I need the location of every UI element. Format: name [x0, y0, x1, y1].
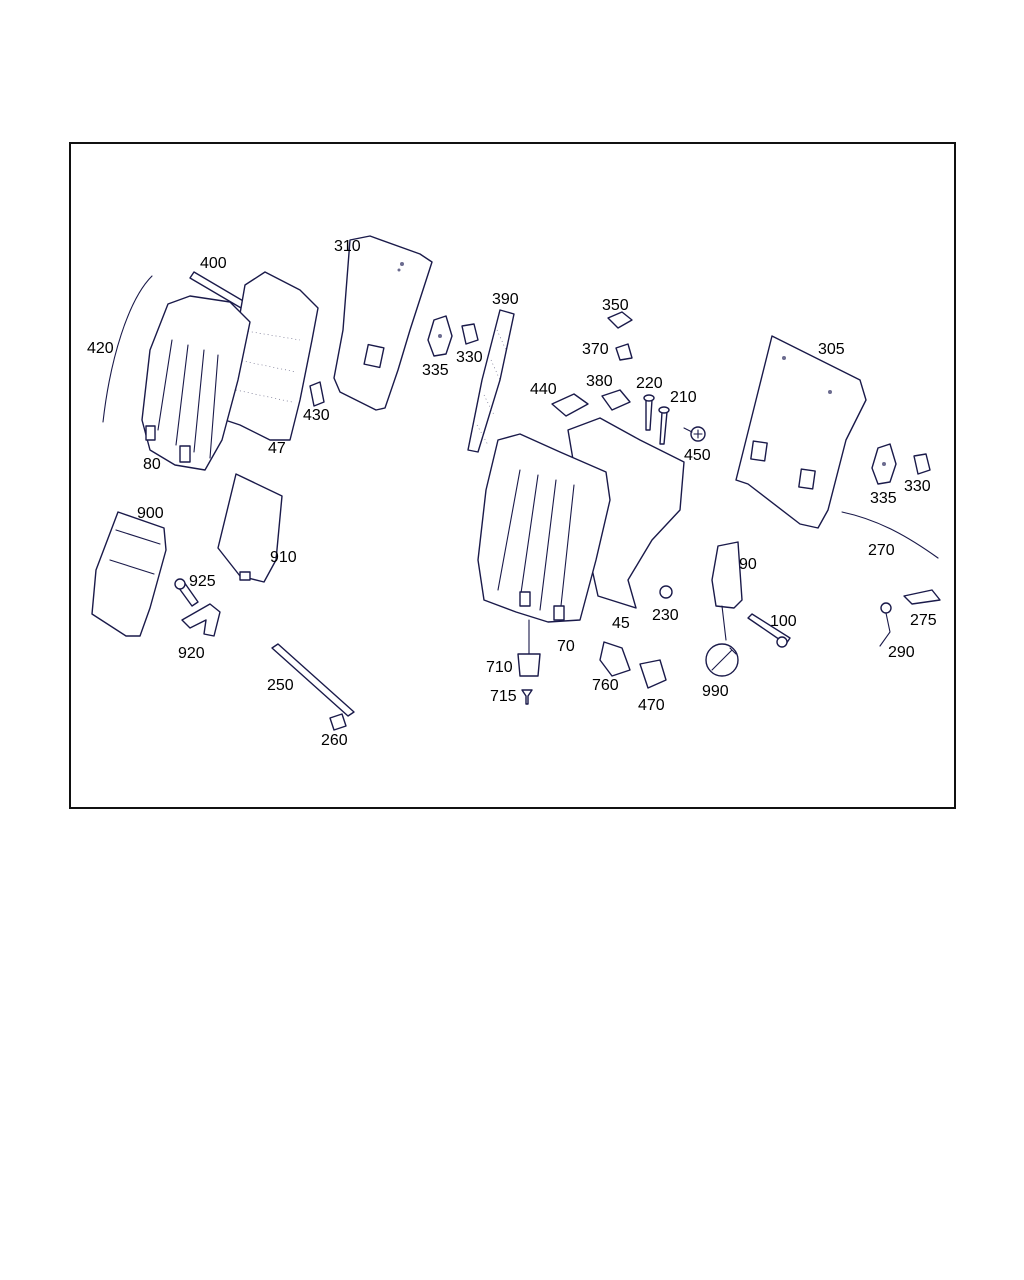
callout-420: 420	[87, 340, 114, 357]
part-260-bushing[interactable]	[329, 713, 347, 731]
callout-290: 290	[888, 644, 915, 661]
callout-70: 70	[557, 638, 575, 655]
callout-305: 305	[818, 341, 845, 358]
callout-900: 900	[137, 505, 164, 522]
part-330-cover-right[interactable]	[913, 453, 931, 475]
part-715-pin[interactable]	[521, 689, 533, 705]
callout-80: 80	[143, 456, 161, 473]
part-80-backrest-cushion[interactable]	[141, 295, 251, 471]
part-90-headrest[interactable]	[711, 541, 743, 609]
callout-275: 275	[910, 612, 937, 629]
callout-330-right: 330	[904, 478, 931, 495]
part-420-wire[interactable]	[102, 275, 153, 423]
part-920-bracket[interactable]	[181, 603, 221, 637]
callout-100: 100	[770, 613, 797, 630]
callout-310: 310	[334, 238, 361, 255]
part-350-bracket[interactable]	[607, 311, 633, 329]
part-250-rod[interactable]	[271, 643, 355, 717]
part-900-armrest[interactable]	[91, 511, 167, 637]
callout-440: 440	[530, 381, 557, 398]
callout-470: 470	[638, 697, 665, 714]
part-70-backrest-cushion[interactable]	[477, 433, 611, 623]
callout-250: 250	[267, 677, 294, 694]
part-470-bracket[interactable]	[639, 659, 667, 689]
callout-260: 260	[321, 732, 348, 749]
part-270-wire[interactable]	[841, 511, 939, 559]
callout-230: 230	[652, 607, 679, 624]
callout-390: 390	[492, 291, 519, 308]
callout-210: 210	[670, 389, 697, 406]
callout-450: 450	[684, 447, 711, 464]
part-370-bracket[interactable]	[615, 343, 633, 361]
part-275-pad[interactable]	[903, 589, 941, 605]
part-390-strip[interactable]	[467, 309, 515, 453]
callout-430: 430	[303, 407, 330, 424]
callout-715: 715	[490, 688, 517, 705]
callout-710: 710	[486, 659, 513, 676]
callout-45: 45	[612, 615, 630, 632]
callout-47: 47	[268, 440, 286, 457]
part-760-handle[interactable]	[599, 641, 631, 677]
callout-925: 925	[189, 573, 216, 590]
callout-330-left: 330	[456, 349, 483, 366]
part-290-key[interactable]	[880, 602, 892, 614]
callout-400: 400	[200, 255, 227, 272]
callout-370: 370	[582, 341, 609, 358]
callout-90: 90	[739, 556, 757, 573]
part-310-back-panel[interactable]	[333, 235, 433, 411]
part-210-bolt[interactable]	[659, 411, 668, 445]
callout-350: 350	[602, 297, 629, 314]
callout-270: 270	[868, 542, 895, 559]
part-910-panel[interactable]	[217, 473, 283, 583]
callout-760: 760	[592, 677, 619, 694]
part-440-cover[interactable]	[551, 393, 589, 417]
callout-335-left: 335	[422, 362, 449, 379]
part-220-bolt[interactable]	[645, 399, 653, 431]
part-45-backrest-frame[interactable]	[567, 417, 685, 609]
callout-220: 220	[636, 375, 663, 392]
part-305-back-panel[interactable]	[735, 335, 867, 529]
part-230-nut[interactable]	[659, 585, 673, 599]
callout-910: 910	[270, 549, 297, 566]
callout-380: 380	[586, 373, 613, 390]
part-710-cap[interactable]	[517, 653, 541, 677]
callout-920: 920	[178, 645, 205, 662]
callout-335-right: 335	[870, 490, 897, 507]
part-380-hinge[interactable]	[601, 389, 631, 411]
callout-990: 990	[702, 683, 729, 700]
part-430-clip[interactable]	[309, 381, 325, 407]
part-330-cover-left[interactable]	[461, 323, 479, 345]
part-100-guide[interactable]	[747, 613, 791, 645]
